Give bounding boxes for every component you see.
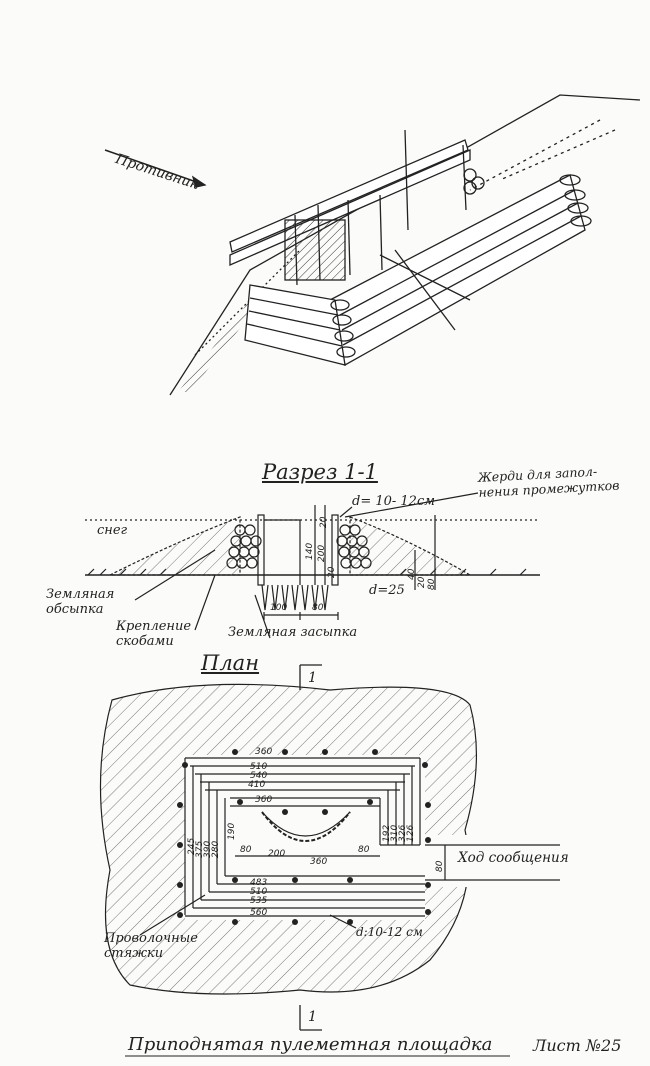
plan-title: План <box>201 651 260 675</box>
leader-d1 <box>339 506 353 518</box>
left-post <box>257 514 265 586</box>
front-left-logs <box>244 284 356 366</box>
leader-zasypka <box>254 594 271 639</box>
plan-dim-top: 360 <box>255 795 273 805</box>
enemy-arrow <box>104 149 206 186</box>
leader-kreplenie <box>194 574 216 631</box>
plan-pole-diameter-label: d:10-12 см <box>356 925 423 939</box>
earth-fill-label: Земляная обсыпка <box>46 587 115 617</box>
section-dim: 200 <box>317 544 327 562</box>
plan-dim-top: 540 <box>250 771 268 781</box>
plan-left-logs <box>184 758 226 915</box>
plan-dim-inner: 80 <box>358 845 370 855</box>
plan-dim-bottom: 483 <box>250 878 268 888</box>
plan-view <box>99 683 560 995</box>
plan-top-logs <box>185 757 420 807</box>
back-wall-logs <box>229 129 471 266</box>
plan-dim-bottom: 510 <box>250 887 268 897</box>
section-dim: 20 <box>319 516 329 528</box>
section-dim: 100 <box>270 603 288 613</box>
sheet-number: Лист №25 <box>533 1036 622 1055</box>
plan-bottom-logs <box>185 875 425 917</box>
plan-cut <box>185 755 425 920</box>
post-diameter-label: d=25 <box>369 583 405 598</box>
plan-dim-top: 510 <box>250 762 268 772</box>
wall-posts <box>284 194 383 286</box>
plan-right-logs <box>379 758 421 846</box>
plan-dim-left: 190 <box>227 822 237 840</box>
plan-dim-top: 410 <box>248 780 266 790</box>
right-mound <box>349 516 473 576</box>
right-post <box>331 514 339 586</box>
drawing-title: Приподнятая пулеметная площадка <box>128 1034 493 1055</box>
section-dim: 80 <box>312 603 324 613</box>
section-mark-top <box>299 664 322 690</box>
plan-dim-inner: 200 <box>268 849 286 859</box>
section-dim: 80 <box>427 578 437 590</box>
section-mark-bottom <box>299 1005 322 1031</box>
staple-fix-label: Крепление скобами <box>116 619 192 649</box>
section-mark-top-label: 1 <box>308 670 317 686</box>
section-dim: 40 <box>407 568 417 580</box>
leader-poles <box>344 492 479 518</box>
leader-d3 <box>329 914 357 929</box>
section-mark-bottom-label: 1 <box>308 1009 317 1025</box>
leader-ties <box>139 894 206 936</box>
section-dim: 20 <box>417 576 427 588</box>
left-log-pile <box>226 524 262 569</box>
section-dim: 140 <box>305 542 315 560</box>
snow-label: снег <box>97 523 128 538</box>
gun-ring <box>261 811 351 842</box>
wire-ties-label: Проволочные стяжки <box>104 931 198 961</box>
plan-dim-right: 126 <box>406 824 416 842</box>
passage-gap <box>380 835 480 887</box>
plan-dim-inner: 360 <box>310 857 328 867</box>
plan-dim-bottom: 560 <box>250 908 268 918</box>
plan-dim-inner: 80 <box>435 860 445 872</box>
pickets <box>261 584 329 611</box>
plan-dim-top: 360 <box>255 747 273 757</box>
slope-hatch <box>178 285 262 392</box>
plan-dim-bottom: 535 <box>250 896 268 906</box>
right-log-pile <box>336 524 372 569</box>
section-view <box>85 492 540 639</box>
isometric-view <box>104 94 641 396</box>
section-dim: 20 <box>327 566 337 578</box>
passage-label: Ход сообщения <box>458 850 569 866</box>
section-title: Разрез 1-1 <box>262 460 378 484</box>
plan-dim-inner: 80 <box>240 845 252 855</box>
enemy-arrowhead <box>191 175 207 188</box>
leader-obsypka <box>134 549 216 601</box>
plan-posts <box>177 749 431 925</box>
plan-dim-left: 280 <box>211 840 221 858</box>
earth-backfill-label: Земляная засыпка <box>228 625 358 640</box>
pole-diameter-label: d= 10- 12см <box>352 494 436 509</box>
log-stack <box>463 168 485 195</box>
left-mound <box>109 516 241 576</box>
